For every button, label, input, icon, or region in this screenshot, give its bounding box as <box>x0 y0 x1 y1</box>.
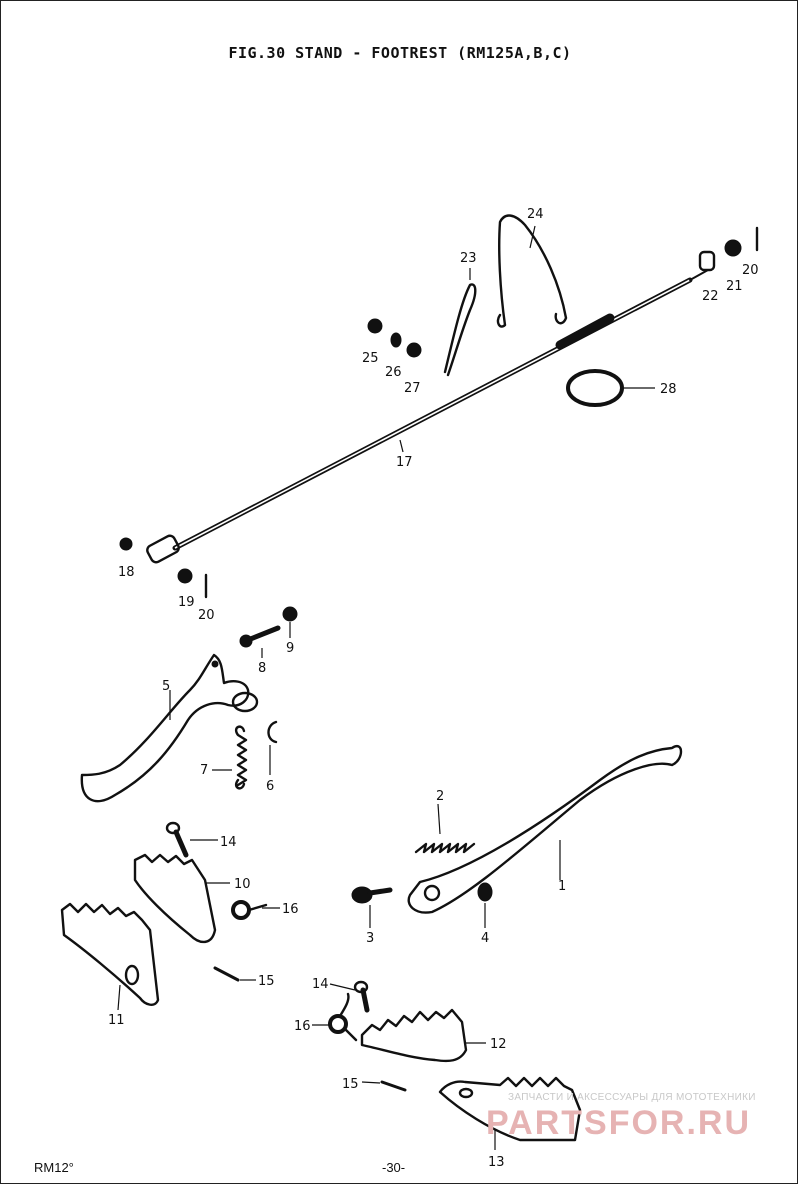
callout-25: 25 <box>362 351 379 366</box>
watermark-brand: PARTSFOR.RU <box>486 1104 752 1142</box>
stand-bolt-3 <box>351 886 393 904</box>
callout-4: 4 <box>481 931 489 946</box>
callout-20-upper: 20 <box>742 263 759 278</box>
footrest-spring-16-upper <box>231 900 268 920</box>
stand-nut-4 <box>477 882 493 902</box>
callout-10: 10 <box>234 877 251 892</box>
footrest-12 <box>360 1008 468 1063</box>
callout-19: 19 <box>178 595 195 610</box>
callout-24: 24 <box>527 207 544 222</box>
callout-22: 22 <box>702 289 719 304</box>
cable-hardware-top <box>119 226 759 599</box>
callout-15-lower: 15 <box>342 1077 359 1092</box>
callout-7: 7 <box>200 763 208 778</box>
callout-1: 1 <box>558 879 566 894</box>
brake-pedal-5 <box>80 653 250 803</box>
callout-17: 17 <box>396 455 413 470</box>
footrest-10 <box>133 853 217 944</box>
watermark: ЗАПЧАСТИ И АКСЕССУАРЫ ДЛЯ МОТОТЕХНИКИ PA… <box>486 1086 786 1146</box>
callout-14-lower: 14 <box>312 977 329 992</box>
callout-12: 12 <box>490 1037 507 1052</box>
callout-23: 23 <box>460 251 477 266</box>
cotter-pin-15-upper <box>213 966 240 982</box>
nut-9 <box>282 606 298 622</box>
callout-16-upper: 16 <box>282 902 299 917</box>
stand-spring-2 <box>414 842 476 854</box>
brake-pedal-pivot <box>231 691 259 713</box>
callout-2: 2 <box>436 789 444 804</box>
cotter-pin-15-lower <box>380 1080 407 1092</box>
pin-14-upper <box>165 821 189 858</box>
callout-6: 6 <box>266 779 274 794</box>
watermark-subtitle: ЗАПЧАСТИ И АКСЕССУАРЫ ДЛЯ МОТОТЕХНИКИ <box>508 1092 756 1103</box>
brake-cable-17 <box>146 269 709 564</box>
callout-labels: 1 2 3 4 5 6 7 8 9 10 11 12 13 14 14 15 1… <box>108 207 759 1170</box>
callout-8: 8 <box>258 661 266 676</box>
footrest-13 <box>438 1076 582 1142</box>
footrest-spring-16-lower <box>328 992 358 1042</box>
page-number: -30- <box>382 1160 406 1175</box>
callout-3: 3 <box>366 931 374 946</box>
footrest-11 <box>60 902 160 1006</box>
bolt-8 <box>239 625 281 648</box>
cable-guide-23 <box>443 283 477 377</box>
callout-13: 13 <box>488 1155 505 1170</box>
callout-14-upper: 14 <box>220 835 237 850</box>
cable-guide-24 <box>496 214 568 328</box>
e-clip-6 <box>267 720 278 744</box>
o-ring-28 <box>566 369 624 407</box>
callout-20-lower: 20 <box>198 608 215 623</box>
callout-27: 27 <box>404 381 421 396</box>
pin-14-lower <box>353 980 370 1013</box>
callout-28: 28 <box>660 382 677 397</box>
spring-7 <box>234 725 248 790</box>
callout-26: 26 <box>385 365 402 380</box>
callout-16-lower: 16 <box>294 1019 311 1034</box>
callout-21: 21 <box>726 279 743 294</box>
leader-lines <box>117 225 655 1150</box>
side-stand-1 <box>407 745 683 914</box>
callout-18: 18 <box>118 565 135 580</box>
model-code: RM12° <box>34 1160 74 1175</box>
callout-5: 5 <box>162 679 170 694</box>
figure-title: FIG.30 STAND - FOOTREST (RM125A,B,C) <box>228 44 572 62</box>
callout-15-upper: 15 <box>258 974 275 989</box>
callout-9: 9 <box>286 641 294 656</box>
callout-11: 11 <box>108 1013 125 1028</box>
